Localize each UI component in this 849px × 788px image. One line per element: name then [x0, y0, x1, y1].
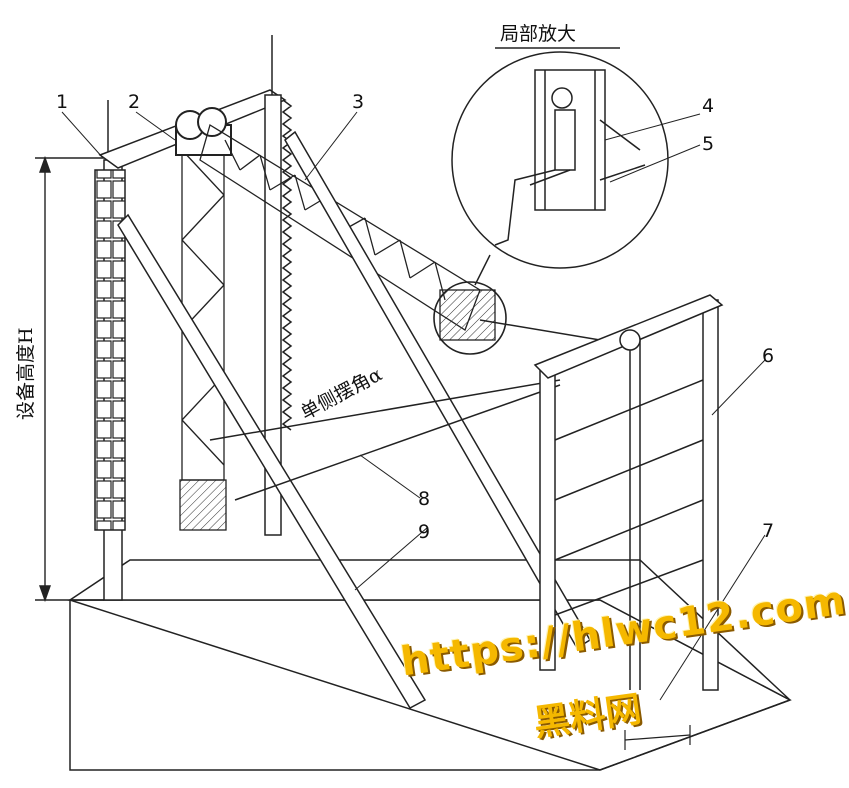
equipment-diagram: 1 2 3 4 5 6 7 8 9 局部放大 设备高度H 单侧摆角α — [15, 23, 792, 771]
swing-arm-truss — [199, 123, 507, 355]
callout-6: 6 — [762, 345, 774, 367]
left-column — [94, 100, 126, 601]
height-dimension — [35, 155, 104, 603]
diagonal-braces — [117, 130, 592, 709]
callout-2: 2 — [128, 91, 140, 113]
callout-7: 7 — [762, 520, 774, 542]
zoom-label: 局部放大 — [500, 23, 576, 45]
ladder-frame — [533, 294, 724, 691]
zoom-detail — [451, 47, 669, 286]
callout-1: 1 — [56, 91, 68, 113]
diagram-canvas: 1 2 3 4 5 6 7 8 9 局部放大 设备高度H 单侧摆角α — [15, 23, 792, 771]
callout-8: 8 — [418, 488, 430, 510]
dimension-mark — [624, 725, 691, 750]
callout-9: 9 — [418, 521, 430, 543]
callout-5: 5 — [702, 133, 714, 155]
angle-label: 单侧摆角α — [297, 363, 386, 424]
callout-4: 4 — [702, 95, 714, 117]
callout-leaders — [61, 111, 766, 701]
height-label: 设备高度H — [15, 327, 37, 420]
callout-3: 3 — [352, 91, 364, 113]
